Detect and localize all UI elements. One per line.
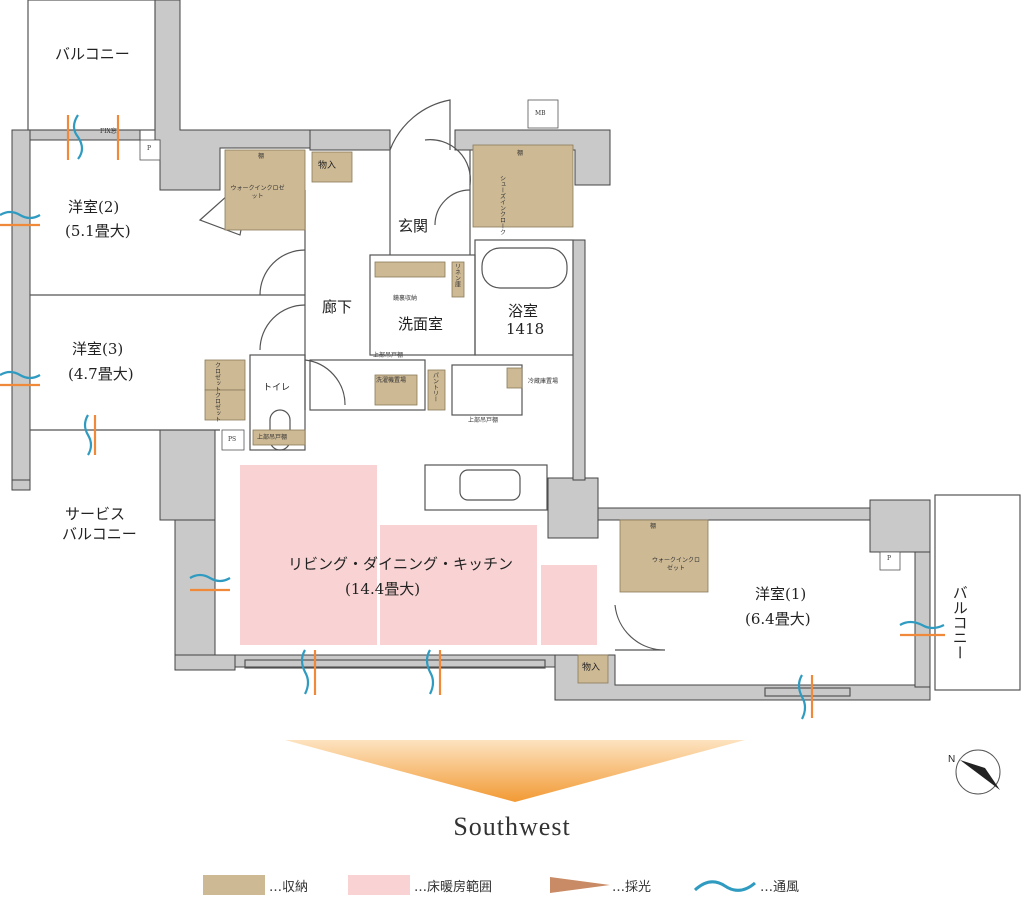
upper-cabinet-label-3: 上部吊戸棚 bbox=[257, 434, 288, 441]
washroom-label: 洗面室 bbox=[398, 315, 444, 333]
shelf-label-shoes: 棚 bbox=[517, 150, 524, 157]
room3-size: (4.7畳大) bbox=[68, 365, 134, 383]
wic-label-room1: ウォークインクロゼット bbox=[651, 557, 700, 572]
legend-wind: …通風 bbox=[760, 874, 799, 896]
balcony-top-label: バルコニー bbox=[55, 45, 130, 63]
shelf-label: 棚 bbox=[258, 153, 265, 160]
svg-text:N: N bbox=[948, 754, 955, 765]
ventilation-marks bbox=[0, 114, 945, 720]
legend-label: …通風 bbox=[760, 879, 800, 895]
room1-name: 洋室(1) bbox=[755, 585, 807, 603]
legend-light: …採光 bbox=[612, 874, 651, 896]
linen-label: リネン庫 bbox=[453, 263, 461, 287]
upper-cabinet-label-1: 上部吊戸棚 bbox=[373, 352, 404, 359]
small-boxes bbox=[139, 99, 901, 571]
legend-label: …床暖房範囲 bbox=[414, 879, 493, 895]
legend-swatch-wind bbox=[693, 880, 756, 892]
storage-label-hall: 物入 bbox=[318, 161, 337, 171]
room3-name: 洋室(3) bbox=[72, 340, 124, 358]
bathroom-label: 浴室 bbox=[508, 302, 539, 320]
closet-label-2: クロゼット bbox=[213, 392, 221, 422]
legend-swatch-light bbox=[550, 877, 610, 893]
washer-label: 洗濯機置場 bbox=[376, 377, 407, 384]
compass-icon: N bbox=[948, 749, 1001, 795]
legend-swatch-floor-heating bbox=[348, 875, 410, 895]
orientation-label: Southwest bbox=[453, 812, 571, 841]
shelf-label-room1: 棚 bbox=[650, 523, 657, 530]
legend-label: …採光 bbox=[612, 879, 652, 895]
service-balcony-label-2: バルコニー bbox=[62, 525, 137, 543]
mb-label: MB bbox=[535, 110, 546, 117]
service-balcony-label-1: サービス bbox=[65, 505, 126, 523]
orientation-arrow bbox=[285, 740, 745, 802]
legend-label: …収納 bbox=[269, 879, 309, 895]
floor-heating-areas bbox=[240, 465, 597, 645]
legend-storage: …収納 bbox=[203, 874, 308, 896]
room-lines bbox=[27, 0, 1021, 697]
bath-size: 1418 bbox=[506, 320, 545, 338]
legend-swatch-storage bbox=[203, 875, 265, 895]
ps-label: PS bbox=[228, 436, 237, 443]
fix-window-label: FIX窓 bbox=[100, 128, 117, 135]
hallway-label: 廊下 bbox=[322, 298, 353, 316]
p-label-room2: P bbox=[147, 145, 152, 152]
ldk-name: リビング・ダイニング・キッチン bbox=[288, 555, 514, 573]
upper-cabinet-label-2: 上部吊戸棚 bbox=[468, 417, 499, 424]
balcony-right-label: バルコニー bbox=[950, 585, 969, 660]
entrance-label: 玄関 bbox=[398, 217, 429, 235]
room2-size: (5.1畳大) bbox=[65, 222, 131, 240]
toilet-label: トイレ bbox=[263, 383, 291, 393]
pantry-label: パントリー bbox=[431, 372, 439, 402]
p-label-room1: P bbox=[887, 555, 892, 562]
room2-name: 洋室(2) bbox=[68, 198, 120, 216]
fridge-label: 冷蔵庫置場 bbox=[528, 378, 559, 385]
legend-floor-heating: …床暖房範囲 bbox=[348, 874, 492, 896]
wic-label-room2: ウォークインクロゼット bbox=[230, 185, 285, 200]
shoes-cloak-label: シューズインクローク bbox=[498, 175, 506, 235]
closet-label-1: クロゼット bbox=[213, 362, 221, 392]
storage-label-ldk: 物入 bbox=[582, 663, 601, 673]
storage-areas bbox=[204, 144, 709, 684]
mirror-storage-label: 鏡裏収納 bbox=[393, 295, 418, 302]
room1-size: (6.4畳大) bbox=[745, 610, 811, 628]
ldk-size: (14.4畳大) bbox=[345, 580, 421, 598]
